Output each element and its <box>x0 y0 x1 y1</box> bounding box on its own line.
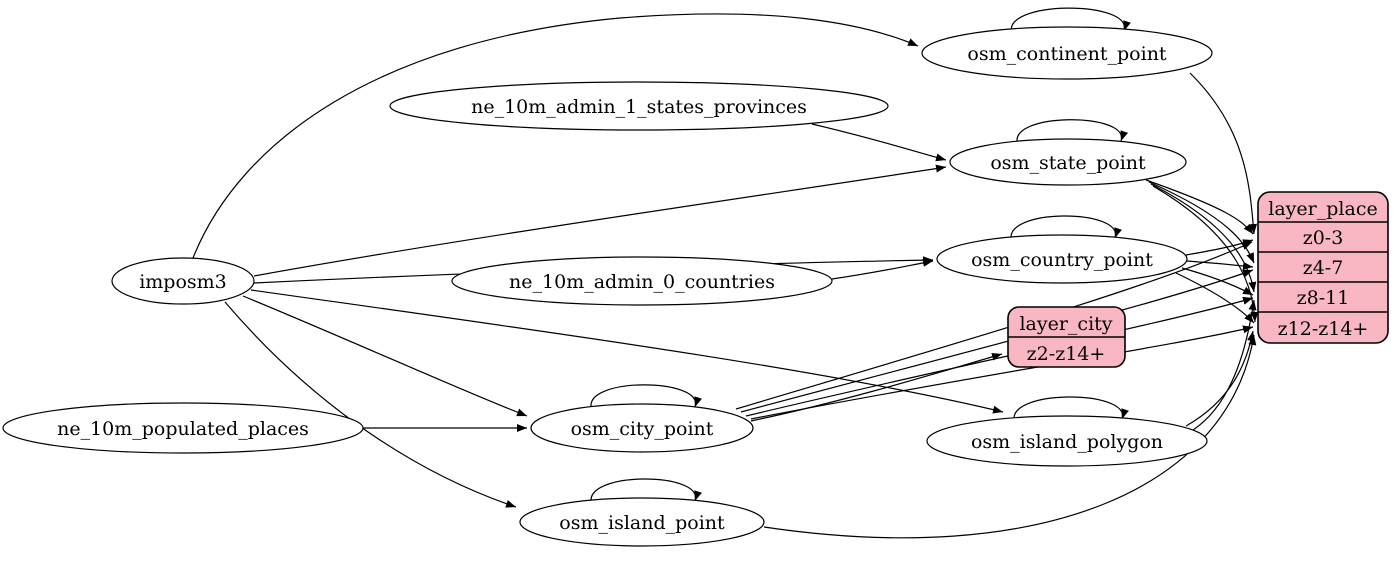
edge-group <box>192 7 1259 539</box>
node-label: osm_country_point <box>971 249 1153 271</box>
node-label: ne_10m_populated_places <box>57 418 309 440</box>
record-row-z4-7: z4-7 <box>1303 257 1344 279</box>
self-loop-osm_country_point <box>1010 215 1122 243</box>
node-label: osm_continent_point <box>967 43 1167 65</box>
edge-osm_island_polygon-layer_place-z8-11 <box>1192 299 1257 431</box>
node-shape <box>949 138 1187 186</box>
node-shape <box>936 234 1188 284</box>
node-imposm3: imposm3 <box>111 257 255 305</box>
node-label: osm_state_point <box>990 152 1146 174</box>
edge-osm_island_polygon-layer_place-z12-z14 <box>1185 330 1256 427</box>
node-osm_city_point: osm_city_point <box>530 403 754 453</box>
node-ne_10m_populated_places: ne_10m_populated_places <box>2 402 364 454</box>
self-loop-osm_city_point <box>590 384 702 411</box>
self-loop-osm_island_point <box>590 478 702 506</box>
edge-imposm3-osm_continent_point <box>192 13 919 259</box>
node-osm_continent_point: osm_continent_point <box>921 26 1213 80</box>
edge-osm_country_point-layer_place-z8-11 <box>1181 267 1254 296</box>
record-row-z8-11: z8-11 <box>1297 287 1350 309</box>
self-loop-osm_island_polygon <box>1013 396 1129 424</box>
self-loop-osm_state_point <box>1016 119 1129 146</box>
node-label: osm_island_point <box>559 512 725 534</box>
node-shape <box>926 415 1208 467</box>
node-ne_10m_admin_0_countries: ne_10m_admin_0_countries <box>451 256 833 306</box>
node-label: ne_10m_admin_0_countries <box>509 271 775 293</box>
node-osm_island_point: osm_island_point <box>519 497 765 547</box>
record-row-z2-z14: z2-z14+ <box>1027 343 1106 365</box>
node-ne_10m_admin_1_states_provinces: ne_10m_admin_1_states_provinces <box>389 81 889 131</box>
edge-osm_country_point-layer_place-z12-z14 <box>1175 272 1255 324</box>
node-osm_island_polygon: osm_island_polygon <box>926 415 1208 467</box>
node-label: imposm3 <box>139 271 227 293</box>
node-shape <box>451 256 833 306</box>
edge-osm_country_point-layer_place-z4-7 <box>1186 260 1254 270</box>
self-loop-osm_continent_point <box>1010 7 1131 35</box>
record-layer_city: layer_city z2-z14+ <box>1007 306 1126 368</box>
edge-osm_country_point-layer_place-z0-3 <box>1185 239 1254 256</box>
edge-osm_island_point-layer_place-z12-z14 <box>763 334 1257 539</box>
node-shape <box>389 81 889 131</box>
edge-osm_city_point-layer_place-z12-z14 <box>750 325 1254 420</box>
node-label: osm_island_polygon <box>971 431 1163 453</box>
edge-osm_city_point-layer_city-z2-z14 <box>750 352 1003 422</box>
node-shape <box>921 26 1213 80</box>
node-shape <box>111 257 255 305</box>
edge-osm_city_point-layer_place-z8-11 <box>745 296 1254 417</box>
edge-imposm3-osm_city_point <box>242 295 528 417</box>
node-osm_country_point: osm_country_point <box>936 234 1188 284</box>
edge-ne_10m_admin_0_countries-osm_country_point <box>831 258 934 280</box>
node-shape <box>519 497 765 547</box>
edge-osm_continent_point-layer_place-z0-3 <box>1189 72 1258 235</box>
record-shape <box>1257 191 1389 344</box>
node-label: osm_city_point <box>571 418 714 440</box>
record-row-z0-3: z0-3 <box>1303 227 1344 249</box>
edge-ne_10m_admin_1_states_provinces-osm_state_point <box>811 123 947 162</box>
edge-osm_state_point-layer_place-z4-7 <box>1148 181 1255 264</box>
record-title: layer_place <box>1268 198 1377 220</box>
edge-imposm3-osm_island_polygon <box>250 289 1004 414</box>
record-layer_place: layer_place z0-3 z4-7 z8-11 z12-z14+ <box>1257 191 1389 344</box>
node-shape <box>530 403 754 453</box>
edge-imposm3-osm_island_point <box>224 301 517 508</box>
record-title: layer_city <box>1019 313 1112 335</box>
node-osm_state_point: osm_state_point <box>949 138 1187 186</box>
edge-imposm3-osm_state_point <box>253 164 947 277</box>
record-row-z12-z14: z12-z14+ <box>1278 318 1369 340</box>
node-shape <box>2 402 364 454</box>
edge-osm_city_point-layer_place-z4-7 <box>740 269 1254 413</box>
edge-osm_state_point-layer_place-z0-3 <box>1145 179 1254 235</box>
node-label: ne_10m_admin_1_states_provinces <box>471 96 807 118</box>
